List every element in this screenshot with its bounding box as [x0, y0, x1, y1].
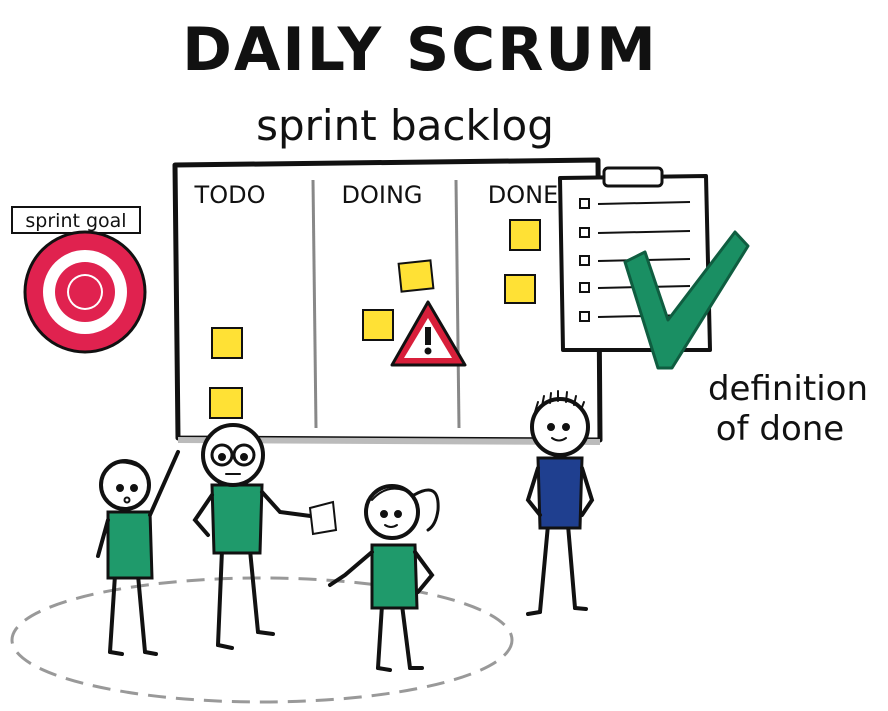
team-member — [328, 484, 440, 672]
sticky-note — [397, 259, 435, 293]
team-member — [192, 423, 320, 650]
column-header-todo: TODO — [194, 181, 266, 209]
team-member — [525, 390, 595, 616]
sprint-goal-label: sprint goal — [25, 210, 126, 232]
definition-of-done-label-line2: of done — [716, 409, 844, 449]
column-divider — [454, 179, 461, 429]
team-member — [96, 450, 180, 656]
definition-of-done-label-line1: definition — [708, 369, 868, 409]
page-title: DAILY SCRUM — [182, 15, 658, 85]
warning-icon — [390, 300, 467, 367]
checkmark-icon — [623, 230, 750, 370]
target-icon — [23, 230, 147, 354]
column-divider — [311, 179, 318, 429]
sticky-note — [211, 327, 243, 359]
sprint-backlog-board: TODO DOING DONE — [172, 157, 603, 445]
board-heading: sprint backlog — [256, 101, 554, 150]
column-header-doing: DOING — [342, 181, 423, 209]
standup-circle — [10, 576, 514, 704]
column-header-done: DONE — [488, 181, 559, 209]
sticky-note — [362, 309, 394, 341]
sticky-note — [509, 219, 541, 251]
sticky-note — [209, 387, 243, 419]
sticky-note — [504, 274, 536, 304]
paper-note — [308, 500, 338, 536]
